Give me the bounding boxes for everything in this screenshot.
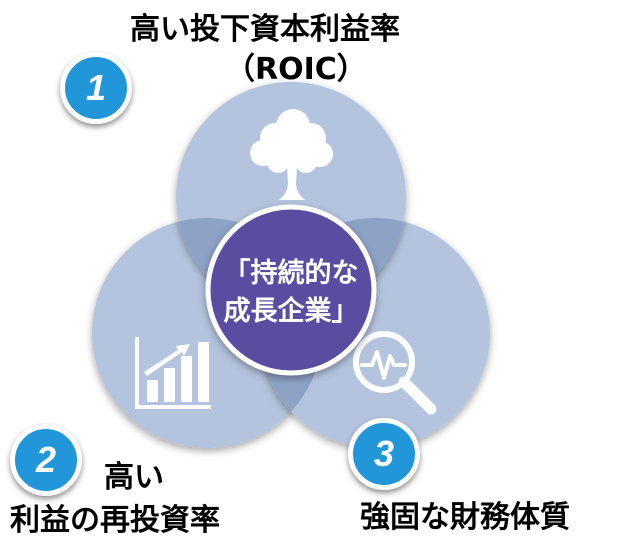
badge-3: 3 — [348, 418, 420, 490]
top-label-line1: 高い投下資本利益率 — [130, 12, 400, 47]
badge-1: 1 — [60, 52, 132, 124]
left-label-line2: 利益の再投資率 — [10, 503, 220, 538]
right-label-line1: 強固な財務体質 — [360, 500, 570, 535]
top-label-line2: （ROIC） — [225, 52, 367, 87]
left-label-line1: 高い — [104, 460, 164, 495]
badge-2: 2 — [10, 424, 82, 496]
center-label: 「持続的な 成長企業」 — [216, 255, 366, 331]
tree-icon — [250, 109, 333, 200]
bar-chart-icon — [135, 337, 211, 409]
magnifier-pulse-icon — [353, 331, 437, 415]
center-label-line2: 成長企業」 — [223, 296, 359, 327]
center-label-line1: 「持続的な — [223, 258, 359, 289]
center-circle — [205, 204, 377, 376]
